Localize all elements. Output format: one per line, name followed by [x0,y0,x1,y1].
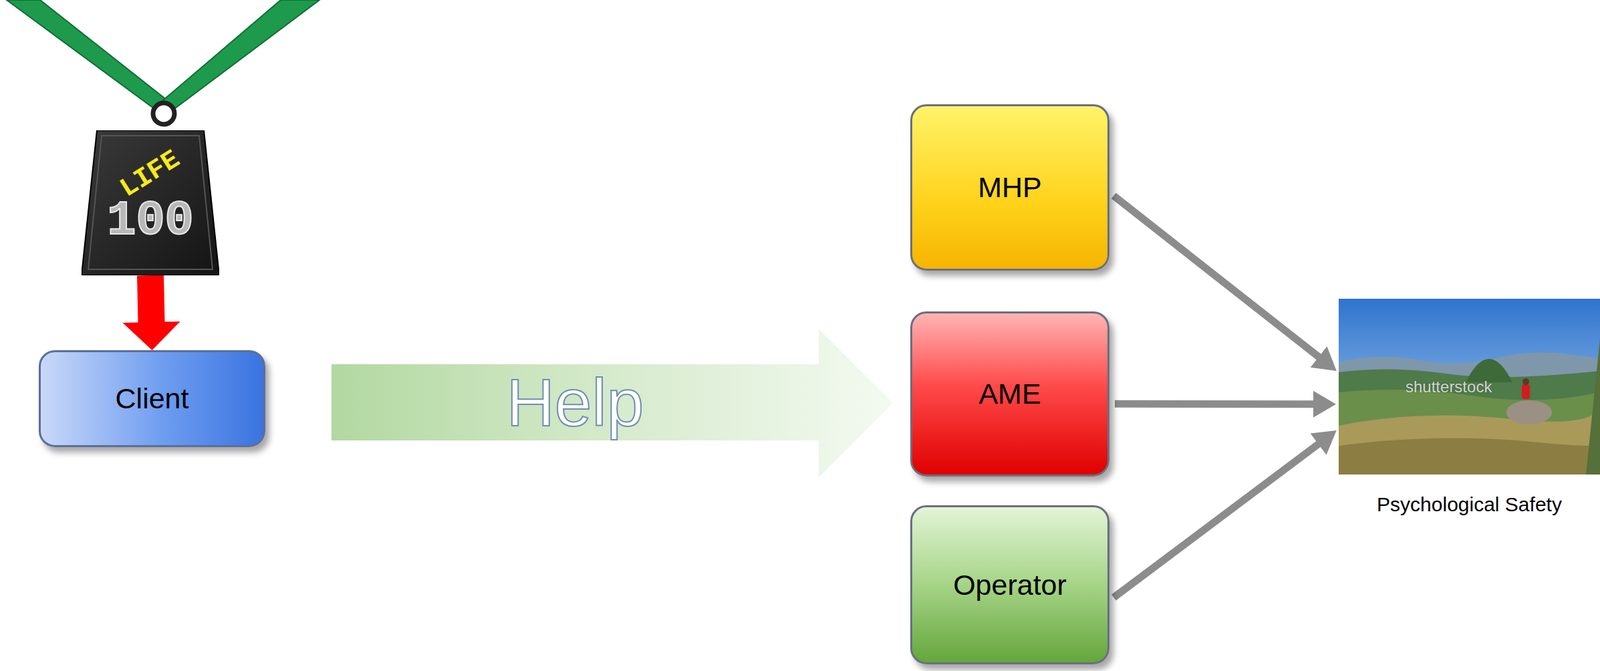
box-label: Client [115,382,190,416]
arrow-label: Help [331,360,819,444]
watermark: shutterstock [1405,377,1492,397]
operator-box: Operator [910,505,1110,665]
mhp-box: MHP [910,104,1110,271]
client-box: Client [38,350,266,448]
weight-number: 100 [106,197,194,246]
connector-arrow [1114,390,1337,418]
ame-box: AME [910,311,1110,477]
landscape-photo: Psychological Safetyshutterstock [1338,298,1600,475]
help-arrow [331,328,893,478]
strap [6,0,320,125]
box-label: MHP [977,171,1042,204]
image-caption: Psychological Safety [1376,493,1562,516]
weight-icon: 100LIFE [81,130,220,276]
box-label: AME [978,377,1041,411]
connector-arrow [1113,430,1337,598]
connector-arrow [1113,195,1337,371]
box-label: Operator [953,568,1067,602]
connector-arrow [122,275,181,351]
